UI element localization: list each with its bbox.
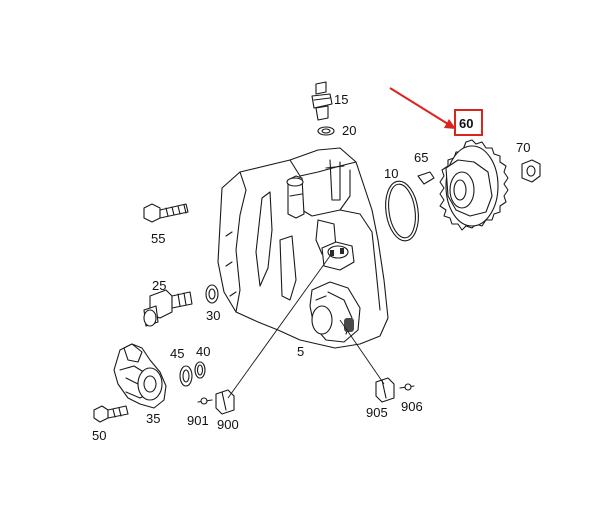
label-906: 906 xyxy=(401,399,423,414)
bolt-55-drawing xyxy=(143,203,189,223)
label-70: 70 xyxy=(516,140,530,155)
label-905: 905 xyxy=(366,405,388,420)
pin-901-drawing xyxy=(197,397,213,405)
pump-body-drawing xyxy=(217,147,389,349)
pin-906-drawing xyxy=(399,383,415,391)
label-10: 10 xyxy=(384,166,398,181)
washer-30-drawing xyxy=(205,284,219,304)
washer-20-drawing xyxy=(317,126,335,136)
nut-70-drawing xyxy=(521,159,541,183)
label-30: 30 xyxy=(206,308,220,323)
label-25: 25 xyxy=(152,278,166,293)
label-50: 50 xyxy=(92,428,106,443)
ring-40-drawing xyxy=(194,361,206,379)
label-900: 900 xyxy=(217,417,239,432)
label-55: 55 xyxy=(151,231,165,246)
key-65-drawing xyxy=(417,171,435,185)
o-ring-10-drawing xyxy=(385,180,419,242)
label-45: 45 xyxy=(170,346,184,361)
label-20: 20 xyxy=(342,123,356,138)
gear-60-drawing xyxy=(439,139,509,231)
label-35: 35 xyxy=(146,411,160,426)
sensor-25-drawing xyxy=(143,289,193,327)
label-15: 15 xyxy=(334,92,348,107)
label-901: 901 xyxy=(187,413,209,428)
highlight-arrow xyxy=(389,87,456,129)
valve-35-drawing xyxy=(113,343,167,409)
leader-lines xyxy=(227,255,385,399)
label-65: 65 xyxy=(414,150,428,165)
ring-45-drawing xyxy=(179,365,193,387)
connector-905-drawing xyxy=(375,377,395,403)
label-5: 5 xyxy=(297,344,304,359)
label-60: 60 xyxy=(459,116,473,131)
label-40: 40 xyxy=(196,344,210,359)
fitting-15-drawing xyxy=(311,81,333,121)
highlight-box xyxy=(454,109,483,136)
screw-50-drawing xyxy=(93,405,129,423)
